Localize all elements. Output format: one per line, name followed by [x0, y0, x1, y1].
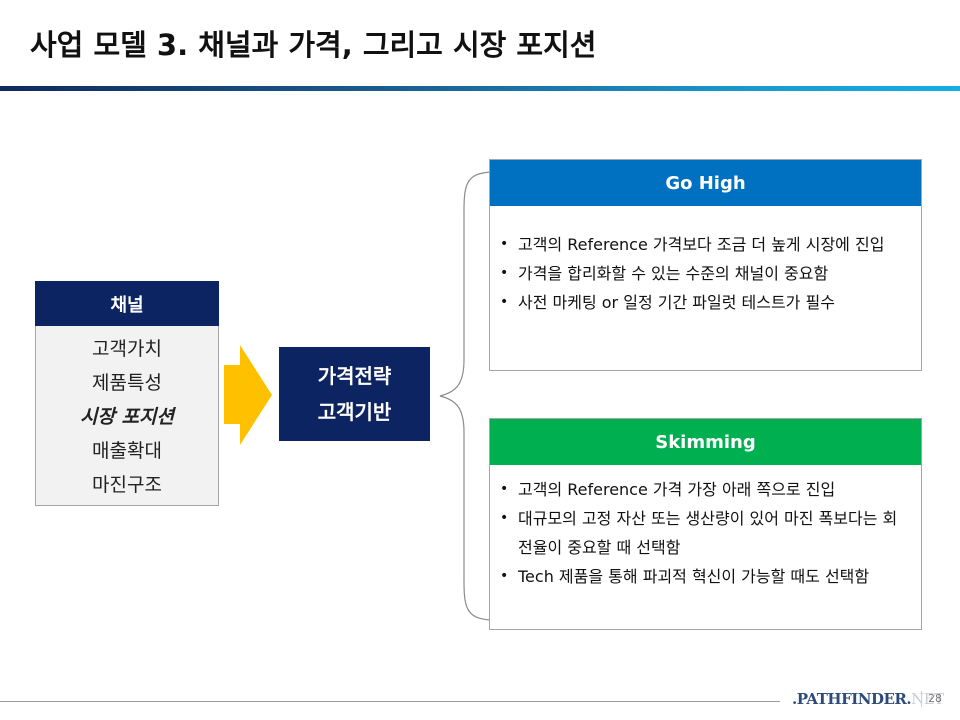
page-number-separator	[921, 691, 922, 707]
go-high-header: Go High	[490, 160, 921, 206]
channel-header: 채널	[35, 281, 219, 326]
title-divider	[0, 86, 960, 91]
channel-list: 고객가치 제품특성 시장 포지션 매출확대 마진구조	[35, 326, 219, 506]
skimming-card: Skimming 고객의 Reference 가격 가장 아래 쪽으로 진입 대…	[489, 418, 922, 630]
logo-text-suffix: NET	[911, 690, 944, 708]
skimming-header: Skimming	[490, 419, 921, 465]
go-high-card: Go High 고객의 Reference 가격보다 조금 더 높게 시장에 진…	[489, 159, 922, 371]
logo-text-main: .PATHFINDER.	[792, 690, 912, 708]
curly-brace-connector	[439, 171, 491, 621]
channel-item-emphasized: 시장 포지션	[79, 405, 174, 428]
channel-item: 제품특성	[92, 371, 162, 394]
channel-box: 채널 고객가치 제품특성 시장 포지션 매출확대 마진구조	[35, 281, 219, 506]
channel-item: 마진구조	[92, 473, 162, 496]
pathfinder-logo: .PATHFINDER.NET	[792, 690, 944, 708]
pricing-line-2: 고객기반	[317, 400, 392, 424]
bullet-item: Tech 제품을 통해 파괴적 혁신이 가능할 때도 선택함	[500, 562, 909, 591]
page-number: 28	[928, 692, 942, 705]
footer-divider	[0, 701, 780, 702]
slide-title: 사업 모델 3. 채널과 가격, 그리고 시장 포지션	[30, 28, 597, 62]
skimming-bullets: 고객의 Reference 가격 가장 아래 쪽으로 진입 대규모의 고정 자산…	[500, 475, 909, 591]
pricing-line-1: 가격전략	[317, 364, 392, 388]
channel-item: 고객가치	[92, 337, 162, 360]
bullet-item: 사전 마케팅 or 일정 기간 파일럿 테스트가 필수	[500, 288, 909, 317]
bullet-item: 고객의 Reference 가격 가장 아래 쪽으로 진입	[500, 475, 909, 504]
pricing-strategy-box: 가격전략 고객기반	[279, 347, 430, 441]
bullet-item: 대규모의 고정 자산 또는 생산량이 있어 마진 폭보다는 회전율이 중요할 때…	[500, 504, 909, 562]
bullet-item: 고객의 Reference 가격보다 조금 더 높게 시장에 진입	[500, 230, 909, 259]
channel-item: 매출확대	[92, 439, 162, 462]
right-arrow-icon	[224, 345, 272, 445]
go-high-bullets: 고객의 Reference 가격보다 조금 더 높게 시장에 진입 가격을 합리…	[500, 230, 909, 317]
bullet-item: 가격을 합리화할 수 있는 수준의 채널이 중요함	[500, 259, 909, 288]
